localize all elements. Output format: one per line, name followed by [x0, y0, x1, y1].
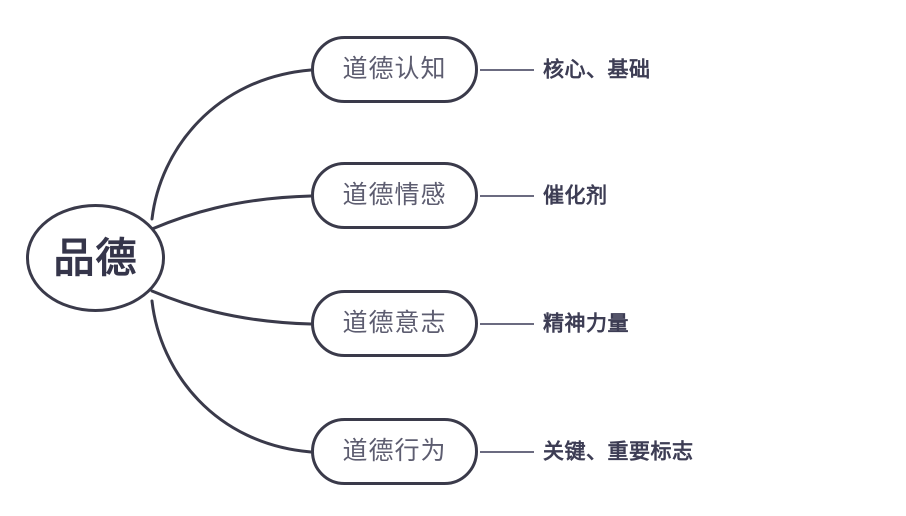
- branch-node-4[interactable]: 道德行为: [311, 418, 478, 485]
- branch-node-3[interactable]: 道德意志: [311, 290, 478, 357]
- connector-curve-branch-3: [150, 289, 313, 326]
- annotation-label-4: 关键、重要标志: [543, 440, 694, 464]
- branch-node-1-label: 道德认知: [342, 55, 447, 83]
- branch-node-2-label: 道德情感: [342, 181, 447, 209]
- root-node-label: 品德: [53, 234, 138, 281]
- annotation-label-2: 催化剂: [543, 184, 608, 208]
- branch-node-4-label: 道德行为: [342, 437, 447, 465]
- annotation-label-3: 精神力量: [543, 312, 629, 336]
- connector-curve-branch-1: [150, 68, 313, 221]
- connector-curve-branch-4: [150, 299, 313, 454]
- root-node[interactable]: 品德: [26, 204, 165, 312]
- branch-node-1[interactable]: 道德认知: [311, 36, 478, 103]
- branch-node-3-label: 道德意志: [342, 309, 447, 337]
- branch-node-2[interactable]: 道德情感: [311, 162, 478, 229]
- annotation-label-1: 核心、基础: [543, 58, 651, 82]
- connector-curve-branch-2: [150, 194, 313, 231]
